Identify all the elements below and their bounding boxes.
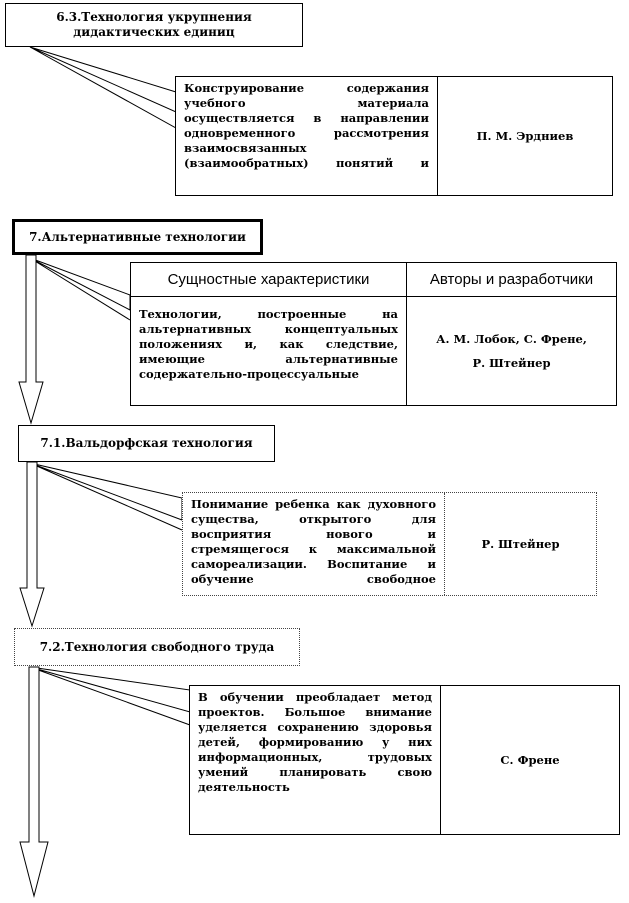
- down-arrow-1: [18, 254, 44, 425]
- callout-7: [29, 257, 131, 321]
- column-header-characteristics: Сущностные характеристики: [131, 263, 407, 297]
- column-header-authors: Авторы и разработчики: [407, 263, 616, 297]
- block-7-authors: А. М. Лобок, С. Френе, Р. Штейнер: [407, 297, 616, 405]
- block-71-table: Понимание ребенка как духовного существа…: [182, 492, 597, 596]
- block-72-table: В обучении преобладает метод проектов. Б…: [189, 685, 620, 835]
- block-72-description: В обучении преобладает метод проектов. Б…: [190, 686, 441, 834]
- down-arrow-2: [19, 461, 45, 628]
- block-63-title: 6.3.Технология укрупнения дидактических …: [5, 3, 303, 47]
- block-71-author: Р. Штейнер: [481, 537, 560, 551]
- block-72-title: 7.2.Технология свободного труда: [14, 628, 300, 666]
- block-71-description: Понимание ребенка как духовного существа…: [183, 493, 445, 595]
- block-71-title: 7.1.Вальдорфская технология: [18, 425, 275, 462]
- block-63-table: Конструирование содержания учебного мате…: [175, 76, 613, 196]
- block-7-table: Сущностные характеристики Авторы и разра…: [130, 262, 617, 406]
- callout-72: [29, 666, 191, 726]
- block-63-author: П. М. Эрдниев: [476, 129, 574, 143]
- down-arrow-3: [19, 666, 49, 898]
- block-7-description: Технологии, построенные на альтернативны…: [131, 297, 407, 405]
- block-72-author: С. Френе: [500, 753, 560, 767]
- block-7-authors-line1: А. М. Лобок, С. Френе,: [436, 332, 587, 346]
- block-7-authors-line2: Р. Штейнер: [472, 356, 551, 370]
- callout-71: [29, 462, 183, 531]
- block-63-description: Конструирование содержания учебного мате…: [176, 77, 438, 195]
- callout-63: [29, 46, 177, 129]
- block-7-title: 7.Альтернативные технологии: [12, 219, 263, 255]
